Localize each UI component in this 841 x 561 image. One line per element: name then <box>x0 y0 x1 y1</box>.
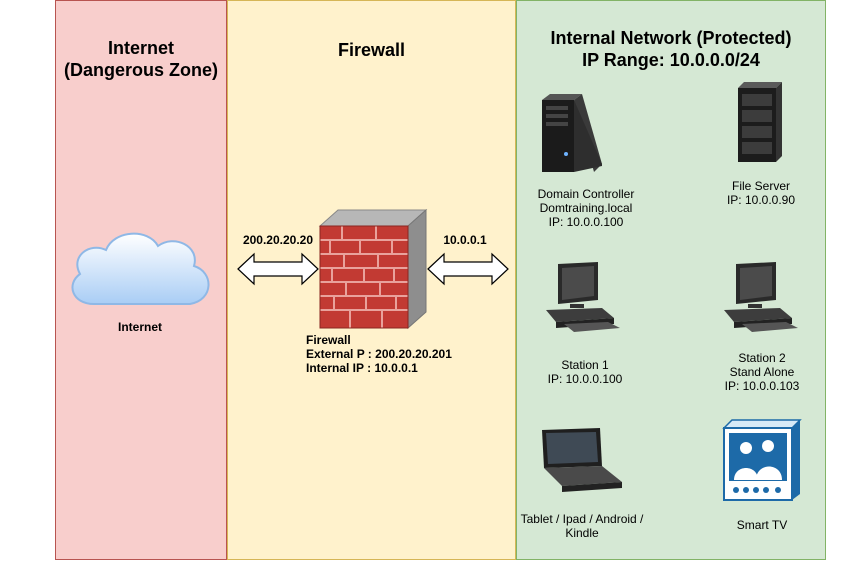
station1-ip: IP: 10.0.0.100 <box>547 372 623 386</box>
workstation-icon[interactable] <box>544 262 624 334</box>
firewall-zone-title: Firewall <box>337 40 406 60</box>
file-server-ip: IP: 10.0.0.90 <box>726 193 796 207</box>
internal-link-ip-label: 10.0.0.1 <box>443 233 487 247</box>
tablet-icon[interactable] <box>538 428 626 494</box>
server-rack-icon[interactable] <box>736 82 788 164</box>
workstation-icon[interactable] <box>722 262 802 334</box>
file-server-name: File Server <box>731 179 790 193</box>
domain-controller-ip: IP: 10.0.0.100 <box>548 215 624 229</box>
double-arrow-icon <box>427 252 509 286</box>
tablet-label: Tablet / Ipad / Android / Kindle <box>508 512 656 540</box>
station1-label: Station 1 IP: 10.0.0.100 <box>530 358 640 386</box>
station2-note: Stand Alone <box>729 365 795 379</box>
internet-zone-title: Internet (Dangerous Zone) <box>56 37 226 81</box>
external-link-ip-label: 200.20.20.20 <box>242 233 314 247</box>
station2-ip: IP: 10.0.0.103 <box>724 379 800 393</box>
tablet-name-line1: Tablet / Ipad / Android / <box>520 512 644 526</box>
domain-controller-domain: Domtraining.local <box>539 201 633 215</box>
firewall-label: Firewall <box>306 333 351 347</box>
internal-zone-title: Internal Network (Protected) IP Range: 1… <box>517 27 825 71</box>
domain-controller-label: Domain Controller Domtraining.local IP: … <box>526 187 646 229</box>
firewall-external-ip: External P : 200.20.20.201 <box>306 347 452 361</box>
smart-tv-label: Smart TV <box>736 518 788 532</box>
tablet-name-line2: Kindle <box>565 526 599 540</box>
internal-zone-title-line1: Internal Network (Protected) <box>550 28 792 48</box>
internal-zone-title-line2: IP Range: 10.0.0.0/24 <box>582 50 760 70</box>
domain-controller-name: Domain Controller <box>537 187 635 201</box>
cloud-icon[interactable] <box>64 226 216 314</box>
station1-name: Station 1 <box>561 358 609 372</box>
station2-label: Station 2 Stand Alone IP: 10.0.0.103 <box>706 351 818 393</box>
smart-tv-icon[interactable] <box>722 419 802 502</box>
internet-zone-title-line1: Internet <box>107 38 174 58</box>
firewall-info: Firewall External P : 200.20.20.201 Inte… <box>306 333 506 375</box>
firewall-brick-icon[interactable] <box>318 208 428 332</box>
internet-label: Internet <box>117 320 162 334</box>
server-tower-icon[interactable] <box>540 94 604 174</box>
station2-name: Station 2 <box>738 351 786 365</box>
internet-zone-title-line2: (Dangerous Zone) <box>63 60 218 80</box>
file-server-label: File Server IP: 10.0.0.90 <box>706 179 816 207</box>
double-arrow-icon <box>237 252 319 286</box>
firewall-internal-ip: Internal IP : 10.0.0.1 <box>306 361 418 375</box>
